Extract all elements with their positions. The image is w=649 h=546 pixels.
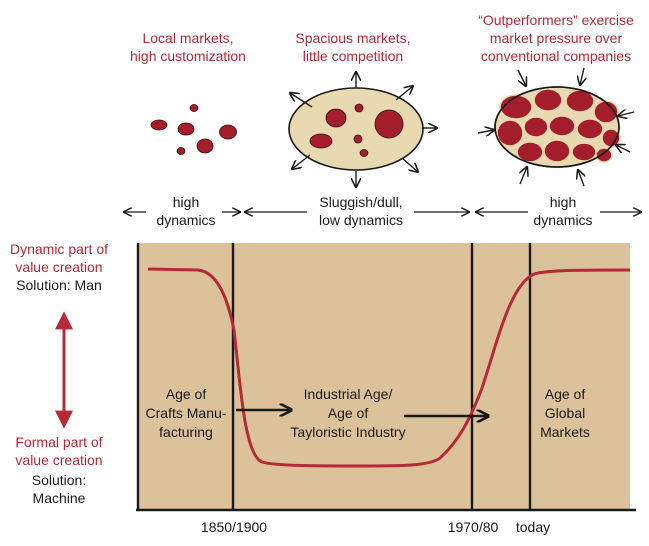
svg-text:Industrial Age/: Industrial Age/ [304,386,393,402]
svg-text:value creation: value creation [15,452,102,468]
label-spacious-markets: Spacious markets, little competition [295,30,410,64]
svg-text:Crafts Manu-: Crafts Manu- [146,405,227,421]
value-creation-curve [147,267,631,468]
svg-text:value creation: value creation [15,259,102,275]
svg-text:dynamics: dynamics [533,212,592,228]
tick-1970-80: 1970/80 [448,519,499,535]
tick-today: today [516,519,550,535]
svg-text:Sluggish/dull,: Sluggish/dull, [319,194,402,210]
svg-text:Age of: Age of [166,386,207,402]
svg-text:high: high [173,194,199,210]
svg-text:dynamics: dynamics [156,212,215,228]
outperformers-market-oval [477,67,635,187]
svg-text:high customization: high customization [130,48,246,64]
svg-text:Global: Global [545,405,585,421]
timeline-labels: 1850/1900 1970/80 today [201,519,550,535]
spacious-market-oval [289,72,437,187]
svg-text:little competition: little competition [303,48,403,64]
transition-arrows [236,410,487,416]
label-age-industrial: Industrial Age/ Age of Tayloristic Indus… [290,386,405,440]
svg-text:Solution: Man: Solution: Man [16,277,102,293]
svg-text:Solution:: Solution: [32,472,86,488]
svg-text:Age of: Age of [328,405,369,421]
label-local-markets: Local markets, high customization [130,30,246,64]
svg-text:“Outperformers” exercise: “Outperformers” exercise [478,12,634,28]
svg-text:Tayloristic Industry: Tayloristic Industry [290,424,405,440]
svg-text:high: high [550,194,576,210]
label-high-dynamics-left: high dynamics [156,194,215,228]
svg-text:Age of: Age of [545,386,586,402]
svg-text:low dynamics: low dynamics [319,212,403,228]
svg-text:facturing: facturing [159,424,213,440]
label-high-dynamics-right: high dynamics [533,194,592,228]
timeline-panel [136,243,636,512]
svg-text:market pressure over: market pressure over [490,30,623,46]
label-low-dynamics-middle: Sluggish/dull, low dynamics [319,194,403,228]
label-outperformers: “Outperformers” exercise market pressure… [478,12,634,64]
svg-text:Local markets,: Local markets, [142,30,233,46]
svg-text:Spacious markets,: Spacious markets, [295,30,410,46]
svg-text:conventional companies: conventional companies [481,48,631,64]
svg-text:Formal part of: Formal part of [15,434,102,450]
tick-1850-1900: 1850/1900 [201,519,267,535]
label-age-global: Age of Global Markets [540,386,590,440]
label-formal-part: Formal part of value creation Solution: … [15,434,102,506]
svg-text:Machine: Machine [33,490,86,506]
label-age-crafts: Age of Crafts Manu- facturing [146,386,227,440]
svg-text:Dynamic part of: Dynamic part of [10,241,108,257]
local-market-dots [150,104,237,155]
svg-text:Markets: Markets [540,424,590,440]
label-dynamic-part: Dynamic part of value creation Solution:… [10,241,108,293]
